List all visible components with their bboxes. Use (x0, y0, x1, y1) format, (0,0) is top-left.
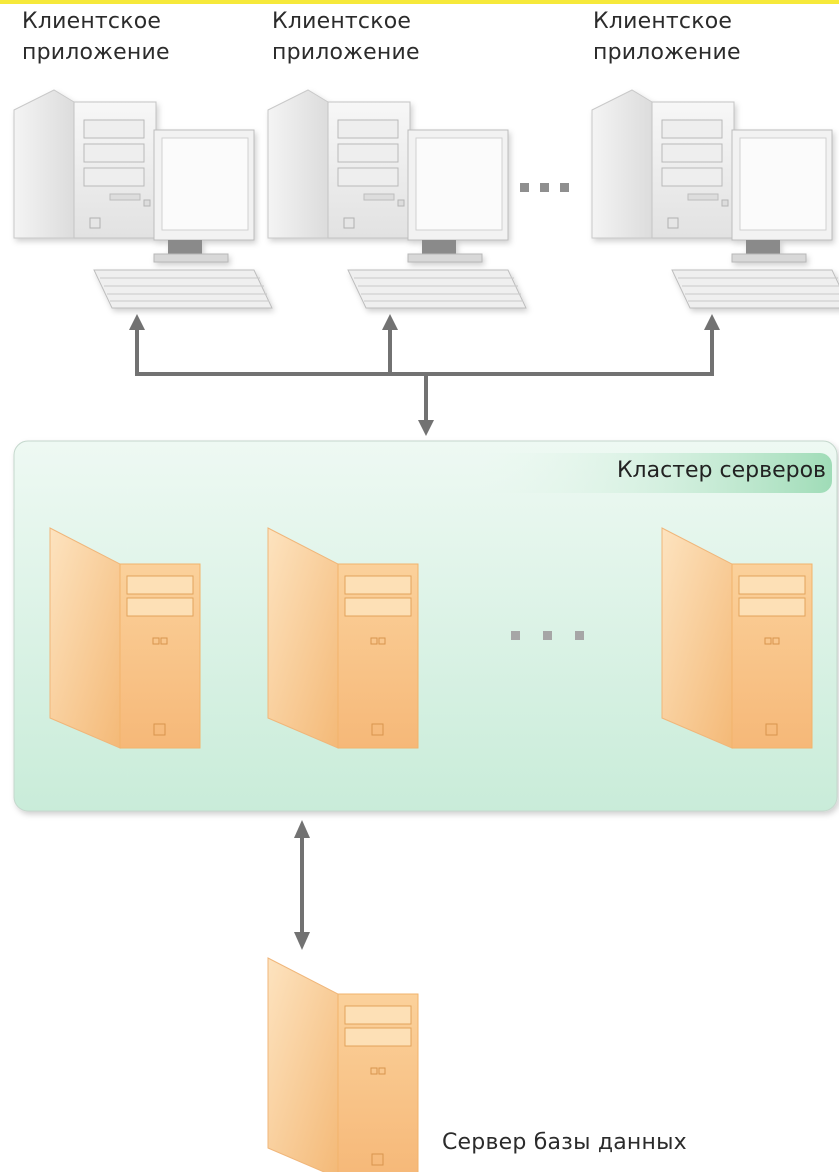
server-cluster-box (13, 440, 838, 812)
database-label: Сервер базы данных (442, 1130, 687, 1155)
ellipsis-icon (511, 631, 584, 640)
database-server-icon (267, 957, 419, 1172)
cluster-label: Кластер серверов (616, 458, 826, 483)
top-accent-bar (0, 0, 839, 4)
arrow-icon (129, 314, 720, 436)
arrow-icon (294, 820, 310, 838)
database-connector (294, 820, 310, 950)
client-computer-icon (591, 89, 839, 309)
client-connector (135, 328, 714, 422)
client-computer-icon (13, 89, 273, 309)
ellipsis-icon (520, 183, 569, 192)
cluster-label-tab (480, 453, 832, 493)
arrow-icon (294, 932, 310, 950)
client-computer-icon (267, 89, 527, 309)
